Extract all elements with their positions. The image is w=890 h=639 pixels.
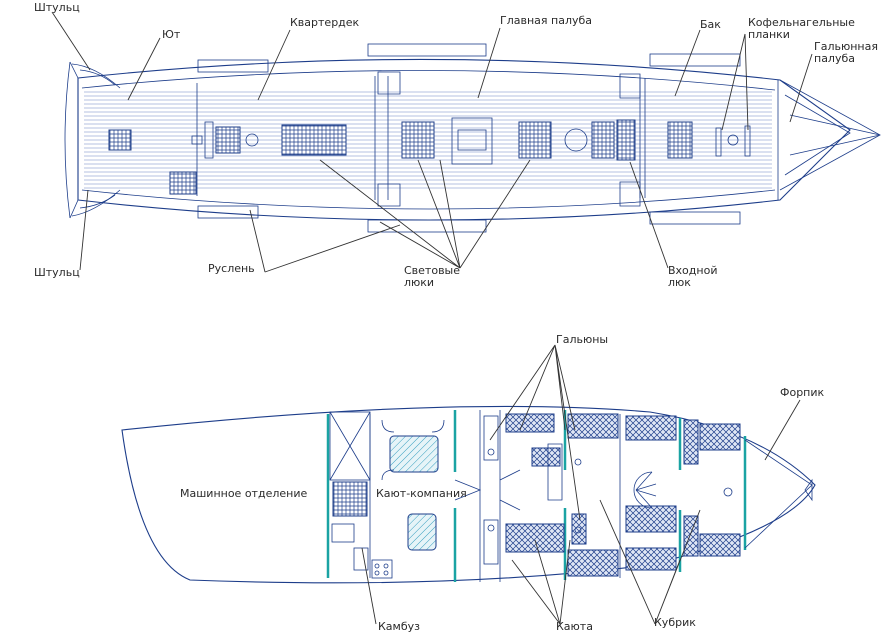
label-shtultz-bottom: Штульц [34, 266, 80, 279]
saloon-table-bottom [407, 513, 437, 551]
label-shtultz-top: Штульц [34, 1, 80, 14]
top-deck-leaders [51, 11, 813, 273]
channel-bottom-fore [649, 211, 741, 225]
label-kvarterdek: Квартердек [290, 16, 360, 29]
label-kofel-line2: планки [748, 28, 790, 41]
label-vhodnoy-line2: люк [668, 276, 691, 289]
skylight-2 [215, 126, 241, 154]
channel-bottom-main [367, 219, 487, 233]
label-galyun-line1: Гальюнная [814, 40, 878, 53]
top-hull-outline [77, 58, 851, 221]
channel-top-main [367, 43, 487, 57]
skylight-8 [667, 121, 693, 159]
label-kayut-kompaniya: Кают-компания [376, 487, 467, 500]
skylight-7 [616, 119, 636, 161]
label-yut: Ют [162, 28, 181, 41]
mizzen-mast [245, 133, 259, 147]
main-mast [564, 128, 588, 152]
label-glavnaya-paluba: Главная палуба [500, 14, 592, 27]
label-kayuta: Каюта [556, 620, 593, 633]
lower-deck-leaders [361, 344, 801, 625]
fore-mast [727, 134, 739, 146]
channel-top-aft [197, 59, 269, 73]
label-galyun-line2: палуба [814, 52, 855, 65]
label-mashinnoe-otdelenie: Машинное отделение [180, 487, 307, 500]
label-galyuny: Гальюны [556, 333, 608, 346]
skylight-1 [108, 129, 132, 151]
label-kubrik: Кубрик [654, 616, 696, 629]
label-kofel-line1: Кофельнагельные [748, 16, 855, 29]
label-svetovye-line1: Световые [404, 264, 460, 277]
lower-deck-labels: Гальюны Форпик Машинное отделение Кают-к… [180, 333, 825, 633]
lower-deck-plan [121, 405, 816, 584]
label-svetovye-line2: люки [404, 276, 434, 289]
label-ruslen: Руслень [208, 262, 255, 275]
label-kambuz: Камбуз [378, 620, 420, 633]
skylight-5 [518, 121, 552, 159]
skylight-6 [591, 121, 615, 159]
top-deck-labels: Штульц Ют Квартердек Главная палуба Бак … [34, 1, 878, 289]
saloon-table-top [389, 435, 439, 473]
label-vhodnoy-line1: Входной [668, 264, 717, 277]
spiral-stair [633, 471, 657, 509]
top-deck-plan [64, 43, 881, 233]
skylight-4 [401, 121, 435, 159]
channel-bottom-aft [197, 205, 259, 219]
label-forpik: Форпик [780, 386, 825, 399]
entry-hatch [451, 117, 493, 165]
skylight-3 [281, 124, 347, 156]
label-bak: Бак [700, 18, 721, 31]
channel-top-fore [649, 53, 741, 67]
